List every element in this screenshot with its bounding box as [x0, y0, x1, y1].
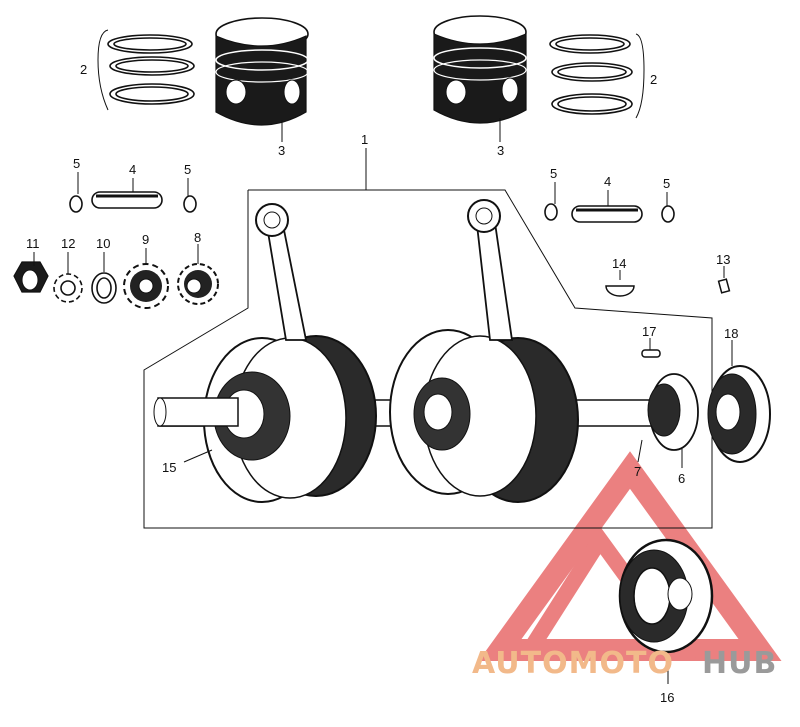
callout-1: 1	[361, 132, 368, 147]
piston-rings-right	[549, 33, 645, 119]
piston-left	[215, 17, 309, 142]
callout-5-c: 5	[550, 166, 557, 181]
circlip-left-b	[183, 195, 197, 213]
circlip-left-a	[69, 195, 83, 213]
callout-2-left: 2	[80, 62, 87, 77]
lock-washer-12	[53, 273, 83, 303]
pin-17	[641, 349, 661, 358]
callout-12: 12	[61, 236, 75, 251]
piston-rings-left	[97, 29, 195, 111]
crankshaft	[153, 199, 771, 503]
callout-6: 6	[678, 471, 685, 486]
callouts: 1 2 2 3 3 4 4 5 5 5 5 6 7 8 9 10 11 12 1…	[26, 62, 738, 705]
callout-16: 16	[660, 690, 674, 705]
callout-3-right: 3	[497, 143, 504, 158]
piston-pin-right	[571, 205, 643, 223]
callout-11: 11	[26, 236, 40, 251]
circlip-right-b	[661, 205, 675, 223]
callout-5-a: 5	[73, 156, 80, 171]
cam-sprocket-9	[123, 263, 169, 309]
callout-4-right: 4	[604, 174, 611, 189]
circlip-right-a	[544, 203, 558, 221]
callout-9: 9	[142, 232, 149, 247]
ball-bearing-16	[618, 538, 714, 684]
callout-4-left: 4	[129, 162, 136, 177]
callout-10: 10	[96, 236, 110, 251]
washer-10	[91, 272, 117, 304]
watermark-brand: AUTOMOTO HUB	[472, 646, 777, 681]
watermark-brand-left: AUTOMOTO	[472, 646, 674, 681]
leader-lines	[33, 148, 733, 468]
callout-15: 15	[162, 460, 176, 475]
callout-18: 18	[724, 326, 738, 341]
nut-11	[13, 261, 49, 293]
assembly-outline	[143, 189, 713, 529]
callout-13: 13	[716, 252, 730, 267]
watermark-brand-right: HUB	[702, 646, 777, 681]
callout-8: 8	[194, 230, 201, 245]
callout-5-d: 5	[663, 176, 670, 191]
piston-pin-left	[91, 191, 163, 209]
woodruff-key-14	[605, 285, 635, 297]
gear-8	[177, 263, 219, 305]
piston-right	[433, 15, 527, 142]
pin-13	[717, 278, 731, 294]
callout-2-right: 2	[650, 72, 657, 87]
callout-3-left: 3	[278, 143, 285, 158]
callout-17: 17	[642, 324, 656, 339]
callout-14: 14	[612, 256, 626, 271]
callout-5-b: 5	[184, 162, 191, 177]
callout-7: 7	[634, 464, 641, 479]
